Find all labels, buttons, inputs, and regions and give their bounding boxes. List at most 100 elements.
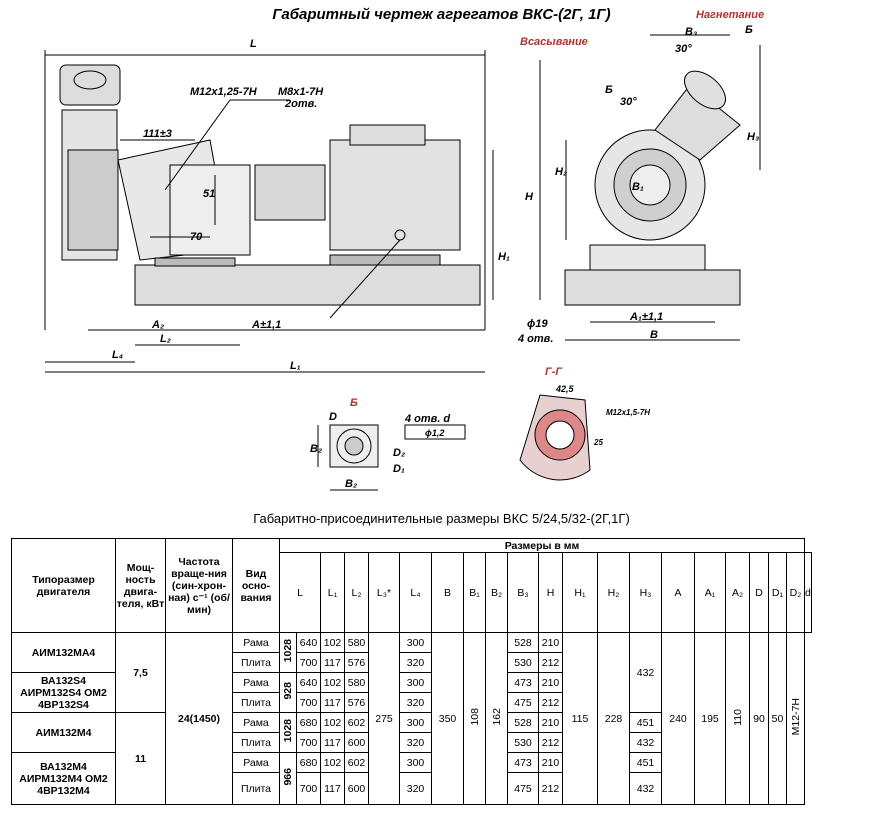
L1-cell: 700 [296, 692, 321, 713]
B-cell: 320 [399, 692, 432, 713]
label-B2: B₂ [310, 443, 322, 455]
col-header: B₃ [507, 552, 539, 633]
col-header: H₃ [629, 552, 662, 633]
base-cell: Плита [232, 772, 280, 805]
L1-cell: 640 [296, 672, 321, 693]
B-cell: 300 [399, 712, 432, 733]
H-cell: 528 [507, 712, 539, 733]
label-70: 70 [190, 231, 203, 243]
B-cell: 320 [399, 652, 432, 673]
H2-cell: 115 [562, 632, 598, 805]
label-holes4d: 4 отв. d [404, 413, 450, 425]
A-cell: 432 [629, 732, 662, 753]
label-H3: H₃ [747, 131, 759, 143]
header-base: Вид осно-вания [232, 538, 280, 633]
L3-cell: 580 [344, 672, 369, 693]
base-cell: Рама [232, 632, 280, 653]
L2-cell: 102 [320, 712, 345, 733]
L1-cell: 680 [296, 712, 321, 733]
L2-cell: 117 [320, 732, 345, 753]
label-section-GG: Г-Г [545, 366, 563, 378]
col-header: A [661, 552, 695, 633]
label-view-B: Б [350, 397, 358, 409]
L3-cell: 580 [344, 632, 369, 653]
header-motor: Типоразмер двигателя [11, 538, 116, 633]
L3-cell: 576 [344, 692, 369, 713]
label-L: L [250, 38, 257, 50]
col-header: D [749, 552, 769, 633]
L3-cell: 600 [344, 772, 369, 805]
label-B1: B₁ [632, 181, 644, 193]
col-header: L₄ [399, 552, 432, 633]
L3-cell: 602 [344, 712, 369, 733]
label-L2: L₂ [160, 333, 171, 345]
label-51: 51 [203, 188, 215, 200]
label-tol: ϕ1,2 [425, 428, 444, 438]
col-header: d [804, 552, 812, 633]
L2-cell: 117 [320, 772, 345, 805]
B2-cell: 108 [468, 708, 481, 726]
label-thread1: M12x1,25-7H [190, 86, 258, 98]
motor-cell: ВА132М4 АИРМ132М4 ОМ2 4ВР132М4 [11, 752, 116, 805]
H-cell: 530 [507, 732, 539, 753]
L1-cell: 640 [296, 632, 321, 653]
label-holes2: 2отв. [284, 98, 317, 110]
L1-cell: 680 [296, 752, 321, 773]
label-holes4: 4 отв. [517, 333, 553, 345]
L-cell: 1028 [282, 719, 294, 743]
label-A2: A₂ [151, 319, 164, 331]
motor-cell: АИМ132М4 [11, 712, 116, 753]
H1-cell: 212 [538, 772, 563, 805]
col-header: L [279, 552, 321, 633]
H-cell: 475 [507, 772, 539, 805]
col-header: L₂ [344, 552, 369, 633]
motor-cell: АИМ132МА4 [11, 632, 116, 673]
H-cell: 475 [507, 692, 539, 713]
H3-cell: 228 [597, 632, 630, 805]
base-cell: Плита [232, 692, 280, 713]
base-cell: Рама [232, 672, 280, 693]
label-D2: D₂ [393, 447, 405, 459]
H1-cell: 210 [538, 712, 563, 733]
motor-cell: ВА132S4 АИРМ132S4 ОМ2 4ВР132S4 [11, 672, 116, 713]
D2-cell: 50 [768, 632, 787, 805]
col-header: H₂ [597, 552, 630, 633]
L3-cell: 600 [344, 732, 369, 753]
label-thread2: M8x1-7H [278, 86, 324, 98]
label-A1-tol: A₁±1,1 [629, 311, 663, 323]
technical-drawing: L M12x1,25-7H M8x1-7H 2отв. 111±3 51 70 … [44, 9, 764, 491]
label-D1: D₁ [393, 463, 405, 475]
L1-cell: 700 [296, 652, 321, 673]
H-cell: 473 [507, 672, 539, 693]
label-B2-bottom: B₂ [345, 478, 357, 490]
label-30b: 30° [620, 96, 637, 108]
col-header: L₁ [320, 552, 345, 633]
H-cell: 530 [507, 652, 539, 673]
H1-cell: 210 [538, 632, 563, 653]
A-cell: 432 [629, 632, 662, 713]
L2-cell: 117 [320, 652, 345, 673]
label-M12: M12x1,5-7H [606, 408, 650, 417]
header-sizes: Размеры в мм [279, 538, 805, 553]
H1-cell: 212 [538, 652, 563, 673]
power-cell: 11 [115, 712, 166, 805]
col-header: A₂ [725, 552, 750, 633]
base-cell: Плита [232, 732, 280, 753]
L2-cell: 102 [320, 672, 345, 693]
label-B-view: Б [605, 84, 613, 96]
D-cell: 110 [731, 708, 744, 726]
label-suction: Всасывание [520, 36, 588, 48]
col-header: A₁ [694, 552, 726, 633]
D1-cell: 90 [749, 632, 769, 805]
base-cell: Рама [232, 752, 280, 773]
label-42-5: 42,5 [555, 384, 575, 394]
col-header: D₂ [786, 552, 805, 633]
label-D: D [329, 411, 337, 423]
B-cell: 300 [399, 632, 432, 653]
label-discharge: Нагнетание [696, 9, 764, 21]
B3-cell: 162 [490, 708, 503, 726]
label-L4: L₄ [112, 349, 123, 361]
L3-cell: 602 [344, 752, 369, 773]
col-header: B [431, 552, 464, 633]
L-cell: 928 [282, 682, 294, 700]
